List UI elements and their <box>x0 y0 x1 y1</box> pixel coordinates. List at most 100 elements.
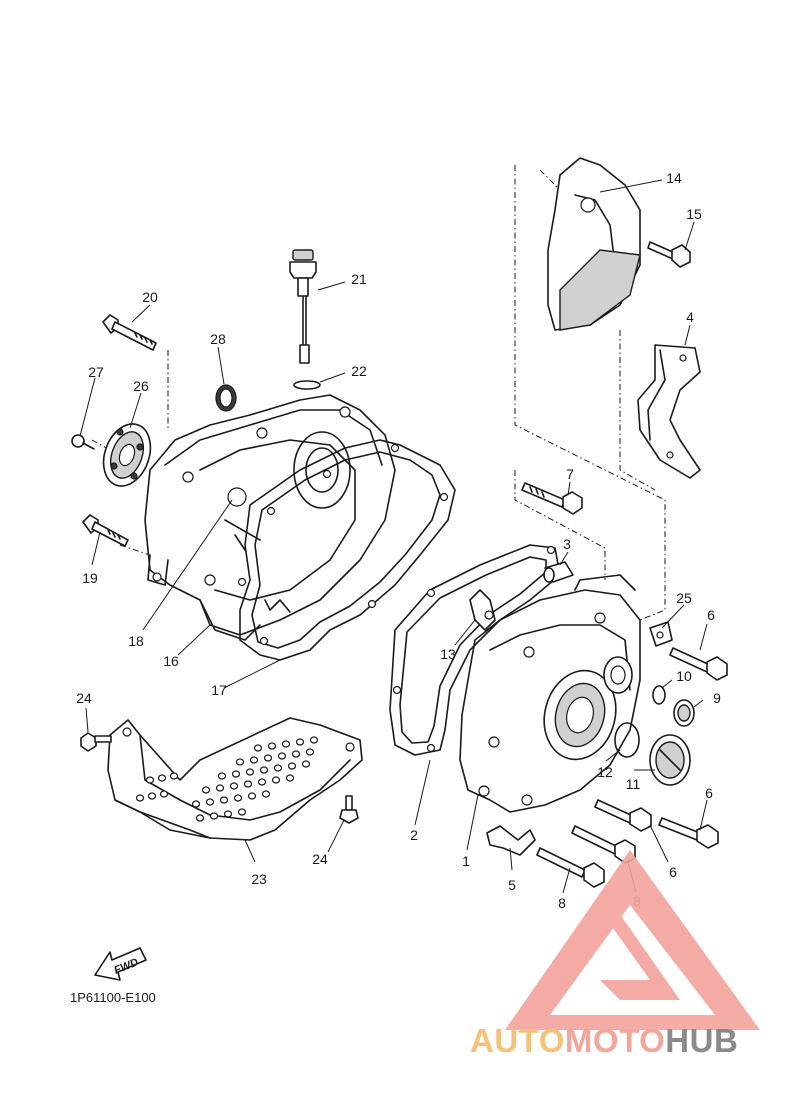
bolt-6-upper <box>669 647 728 681</box>
plug-9 <box>673 699 695 727</box>
skid-plate-holes <box>135 736 319 822</box>
dowel-pin-3 <box>543 561 574 583</box>
oil-seal-28 <box>215 384 237 412</box>
bolt-6-middle <box>594 799 652 832</box>
callout-22: 22 <box>351 363 367 379</box>
watermark-text: AUTOMOTOHUB <box>470 1022 738 1059</box>
watermark-logo-icon <box>505 850 760 1030</box>
watermark-moto: MOTO <box>565 1022 665 1059</box>
skid-plate-hole <box>231 770 241 778</box>
callout-23: 23 <box>251 871 267 887</box>
bolt-8-b <box>536 847 605 888</box>
skid-plate-hole <box>145 776 155 784</box>
callout-25: 25 <box>676 590 692 606</box>
bolt-24-left <box>80 732 112 752</box>
skid-plate-hole <box>229 782 239 790</box>
watermark-hub: HUB <box>665 1022 738 1059</box>
skid-plate-hole <box>267 742 277 750</box>
callout-3: 3 <box>563 536 571 552</box>
skid-plate-hole <box>147 792 157 800</box>
screw-27 <box>71 434 95 450</box>
clamp-5 <box>486 825 536 856</box>
skid-plate-hole <box>263 754 273 762</box>
skid-plate-hole <box>309 736 319 744</box>
callout-13: 13 <box>440 646 456 662</box>
skid-plate-hole <box>157 774 167 782</box>
skid-plate-hole <box>257 778 267 786</box>
bolt-24-right <box>339 795 359 824</box>
skid-plate-hole <box>287 762 297 770</box>
skid-plate-hole <box>219 796 229 804</box>
skid-plate-hole <box>245 768 255 776</box>
callout-18: 18 <box>128 633 144 649</box>
skid-plate-hole <box>205 798 215 806</box>
callout-27: 27 <box>88 364 104 380</box>
bolt-7 <box>521 482 583 515</box>
skid-plate-hole <box>261 790 271 798</box>
skid-plate-hole <box>281 740 291 748</box>
skid-plate-hole <box>233 794 243 802</box>
o-ring-22 <box>293 380 321 390</box>
skid-plate-hole <box>217 772 227 780</box>
skid-plate-hole <box>215 784 225 792</box>
callout-labels: 1 2 3 4 5 6 6 6 7 8 8 9 10 11 12 13 14 1… <box>76 170 721 911</box>
callout-5: 5 <box>508 877 516 893</box>
bracket-4 <box>637 344 701 479</box>
right-crankcase-cover-1 <box>459 574 641 813</box>
skid-plate-hole <box>195 814 205 822</box>
skid-plate-hole <box>247 792 257 800</box>
rotor-plate-26 <box>102 423 152 487</box>
skid-plate-23 <box>107 717 363 841</box>
o-ring-12 <box>614 722 640 758</box>
leader-lines <box>79 179 708 894</box>
skid-plate-hole <box>259 766 269 774</box>
skid-plate-hole <box>243 780 253 788</box>
skid-plate-hole <box>169 772 179 780</box>
callout-2: 2 <box>410 827 418 843</box>
skid-plate-hole <box>291 750 301 758</box>
skid-plate-hole <box>159 790 169 798</box>
callout-8a: 8 <box>558 895 566 911</box>
callout-1: 1 <box>462 853 470 869</box>
oil-dipstick-21 <box>289 249 317 364</box>
skid-plate-hole <box>271 776 281 784</box>
callout-7: 7 <box>566 466 574 482</box>
crankcase-gasket-17 <box>237 439 456 661</box>
callout-6a: 6 <box>707 607 715 623</box>
callout-12: 12 <box>597 764 613 780</box>
bolt-20 <box>102 314 157 351</box>
callout-10: 10 <box>676 668 692 684</box>
skid-plate-hole <box>301 760 311 768</box>
skid-plate-hole <box>235 758 245 766</box>
bolt-15 <box>647 241 691 268</box>
callout-14: 14 <box>666 170 682 186</box>
callout-21: 21 <box>351 271 367 287</box>
bolt-19 <box>82 514 129 547</box>
diagram-code: 1P61100-E100 <box>70 990 156 1005</box>
callout-9: 9 <box>713 690 721 706</box>
skid-plate-hole <box>209 812 219 820</box>
skid-plate-hole <box>305 748 315 756</box>
callout-20: 20 <box>142 289 158 305</box>
callout-26: 26 <box>133 378 149 394</box>
skid-plate-hole <box>249 756 259 764</box>
skid-plate-hole <box>223 810 233 818</box>
left-crankcase-cover-assembly <box>144 394 396 641</box>
callout-15: 15 <box>686 206 702 222</box>
skid-plate-hole <box>277 752 287 760</box>
callout-6c: 6 <box>669 864 677 880</box>
callout-24a: 24 <box>76 690 92 706</box>
bracket-13 <box>469 589 496 631</box>
skid-plate-hole <box>253 744 263 752</box>
fwd-arrow-icon: FWD <box>94 947 147 981</box>
gasket-2 <box>389 544 561 756</box>
svg-text:AUTOMOTOHUB: AUTOMOTOHUB <box>470 1022 738 1059</box>
callout-24b: 24 <box>312 851 328 867</box>
cover-14 <box>547 157 641 331</box>
watermark-auto: AUTO <box>470 1022 565 1059</box>
callout-16: 16 <box>163 653 179 669</box>
plug-11 <box>649 734 691 786</box>
callout-19: 19 <box>82 570 98 586</box>
skid-plate-hole <box>273 764 283 772</box>
